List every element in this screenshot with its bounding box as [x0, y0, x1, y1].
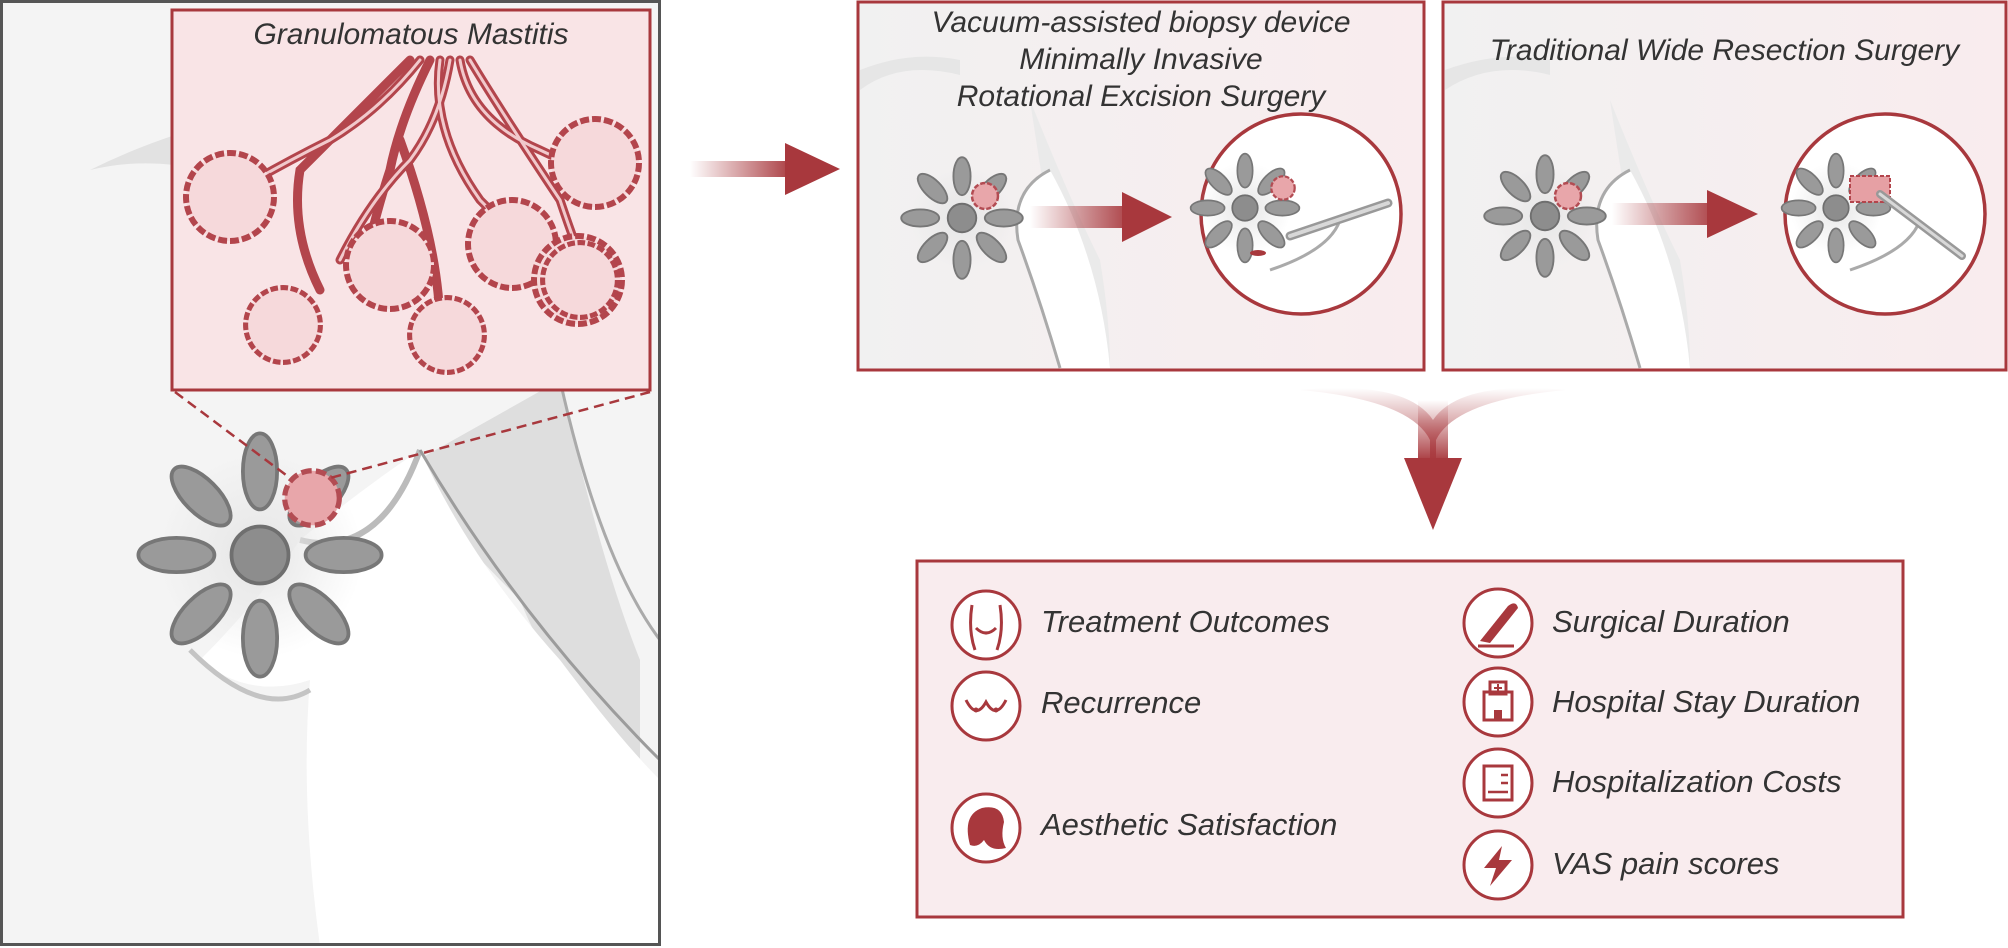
scalpel-icon [1462, 587, 1534, 659]
granulomatous-mastitis-title: Granulomatous Mastitis [253, 18, 569, 51]
outcome-vas-pain-scores: VAS pain scores [1552, 846, 1780, 881]
lightning-icon [1462, 829, 1534, 901]
vab-surgery-panel [856, 0, 1426, 372]
outcome-recurrence: Recurrence [1041, 685, 1202, 720]
breast-icon [950, 670, 1022, 742]
outcomes-panel [915, 559, 1905, 919]
woman-face-icon [950, 792, 1022, 864]
converging-arrow [1300, 388, 1566, 530]
vab-panel-title-line-1: Vacuum-assisted biopsy device [931, 6, 1351, 39]
torso-icon [950, 589, 1022, 661]
traditional-panel-title: Traditional Wide Resection Surgery [1489, 34, 1960, 67]
vab-panel-title-line-2: Minimally Invasive [1019, 43, 1263, 76]
outcome-hospitalization-costs: Hospitalization Costs [1552, 764, 1842, 799]
granulomatous-mastitis-panel [170, 8, 652, 392]
progression-arrow [690, 143, 840, 195]
outcome-surgical-duration: Surgical Duration [1552, 604, 1790, 639]
hospital-icon [1462, 666, 1534, 738]
traditional-surgery-panel [1441, 0, 2008, 372]
outcome-aesthetic-satisfaction: Aesthetic Satisfaction [1041, 807, 1338, 842]
vab-panel-title-line-3: Rotational Excision Surgery [956, 80, 1326, 113]
bill-icon [1462, 747, 1534, 819]
outcome-treatment-outcomes: Treatment Outcomes [1041, 604, 1330, 639]
outcome-hospital-stay-duration: Hospital Stay Duration [1552, 684, 1861, 719]
